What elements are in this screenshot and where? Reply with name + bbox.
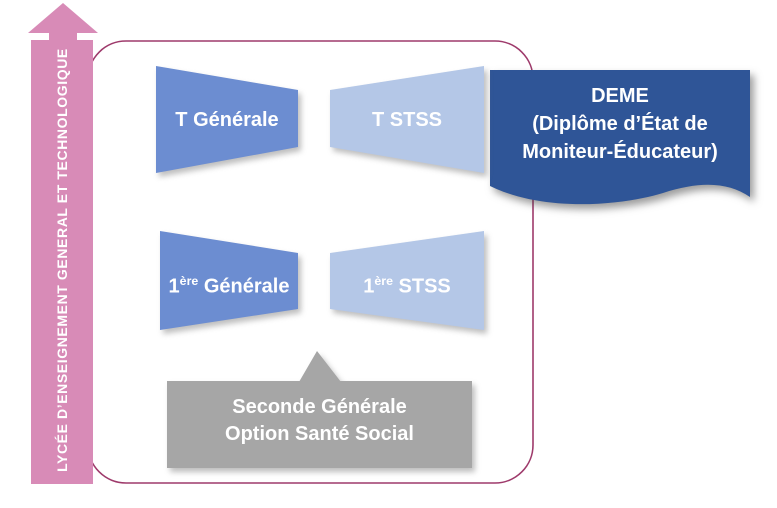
lycee-arrow-label: LYCÉE D’ENSEIGNEMENT GENERAL ET TECHNOLO… <box>54 48 70 472</box>
t-stss-shape <box>330 66 484 173</box>
premiere-stss-label: 1ère STSS <box>330 268 484 300</box>
deme-wave-shape <box>490 70 750 205</box>
arrow-notch-right <box>77 33 98 40</box>
arrow-head <box>28 3 98 33</box>
t-generale-shape <box>156 66 298 173</box>
premiere-generale-shape <box>160 231 298 330</box>
premiere-generale-sup: ère <box>179 274 199 288</box>
premiere-stss-shape <box>330 231 484 330</box>
premiere-generale-label: 1ère Générale <box>160 268 298 300</box>
premiere-stss-sup: ère <box>374 274 393 288</box>
arrow-notch-left <box>28 33 49 40</box>
premiere-stss-rest: STSS <box>392 275 451 298</box>
deme-line3: Moniteur-Éducateur) <box>522 141 718 163</box>
deme-line2: (Diplôme d’État de <box>532 113 708 135</box>
premiere-generale-num: 1 <box>168 275 180 298</box>
seconde-line2: Option Santé Social <box>225 423 414 445</box>
premiere-stss-num: 1 <box>363 275 375 298</box>
premiere-generale-rest: Générale <box>198 275 290 298</box>
seconde-pointer-up <box>299 351 341 382</box>
deme-line1: DEME <box>591 85 649 107</box>
deme-label: DEME (Diplôme d’État de Moniteur-Éducate… <box>490 82 750 166</box>
t-generale-label: T Générale <box>175 109 279 131</box>
lycee-arrow-shape <box>28 3 98 484</box>
seconde-label: Seconde Générale Option Santé Social <box>167 394 472 448</box>
seconde-line1: Seconde Générale <box>232 396 407 418</box>
t-stss-label: T STSS <box>371 109 442 131</box>
seconde-shape <box>167 351 472 468</box>
